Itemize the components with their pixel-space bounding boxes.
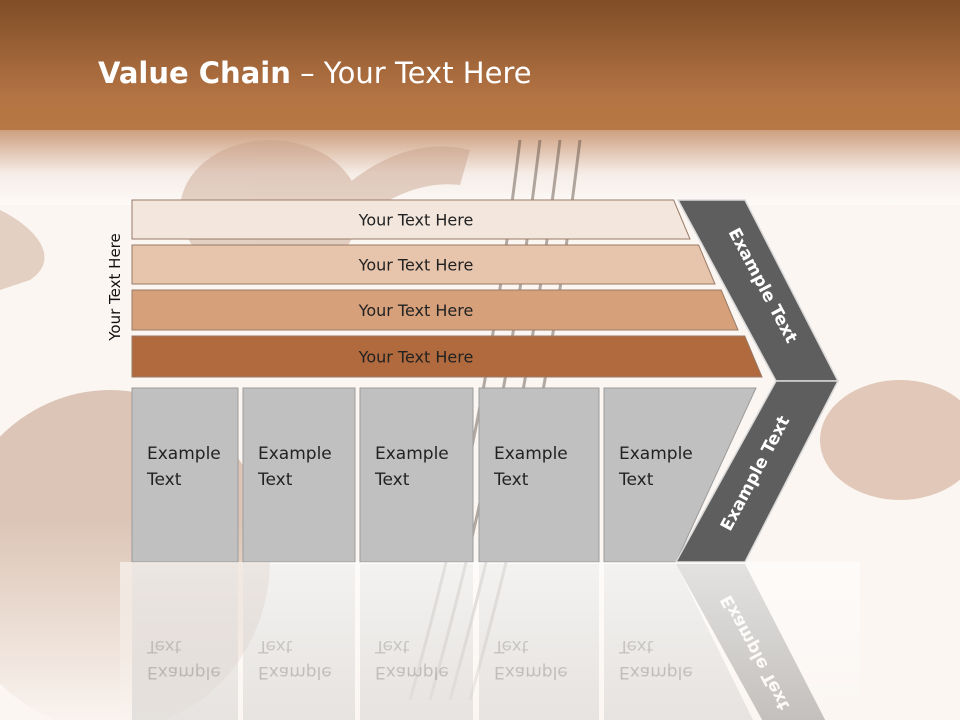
title-rest: – Your Text Here [290,56,532,90]
column-text-line1-4: Example [494,444,568,464]
value-bar-label-3: Your Text Here [358,301,474,320]
value-bar-label-4: Your Text Here [358,348,474,367]
column-text-line2-5: Text [618,470,654,490]
slide-title: Value Chain – Your Text Here [98,56,532,90]
column-text-line2-1: Text [146,470,182,490]
column-box-1 [131,387,239,563]
column-box-2 [242,387,356,563]
column-box-4 [478,387,600,563]
value-bar-label-2: Your Text Here [358,256,474,275]
value-bar-3 [131,289,739,331]
value-bar-4 [131,335,763,378]
column-text-line2-4: Text [493,470,529,490]
column-text-line2-2: Text [257,470,293,490]
value-bar-label-1: Your Text Here [358,211,474,230]
value-bar-1 [131,199,691,240]
value-bar-2 [131,244,716,285]
column-text-line1-5: Example [619,444,693,464]
column-text-line2-3: Text [374,470,410,490]
column-text-line1-2: Example [258,444,332,464]
column-text-line1-1: Example [147,444,221,464]
column-box-3 [359,387,474,563]
title-bold: Value Chain [98,56,291,90]
reflection-fade-overlay [120,562,860,720]
column-text-line1-3: Example [375,444,449,464]
